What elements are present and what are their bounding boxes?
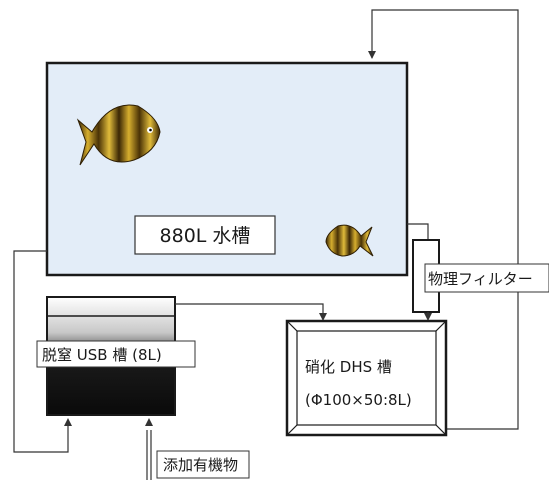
- tank-to-usb-pipe: [13, 250, 69, 453]
- usb-tank-label-box: [36, 340, 196, 368]
- main-tank-label: 880L 水槽: [160, 225, 251, 247]
- dhs-tank-spec: (Φ100×50:8L): [305, 391, 412, 409]
- dhs-tank-title: 硝化 DHS 槽: [305, 358, 392, 376]
- organic-additive-label: 添加有機物: [163, 456, 238, 474]
- fish-small-icon: [325, 224, 374, 257]
- filter-inlet-pipe: [407, 223, 429, 240]
- organic-additive-label-box: [156, 450, 250, 479]
- dhs-tank: [285, 319, 448, 437]
- fish-large-icon: [76, 104, 161, 166]
- usb-to-dhs-pipe: [175, 303, 324, 314]
- physical-filter-label-box: [424, 263, 549, 293]
- usb-tank-label: 脱窒 USB 槽 (8L): [42, 346, 162, 364]
- main-tank-label-box: [134, 215, 276, 255]
- return-pipe: [371, 9, 519, 430]
- physical-filter-label: 物理フィルター: [428, 270, 533, 288]
